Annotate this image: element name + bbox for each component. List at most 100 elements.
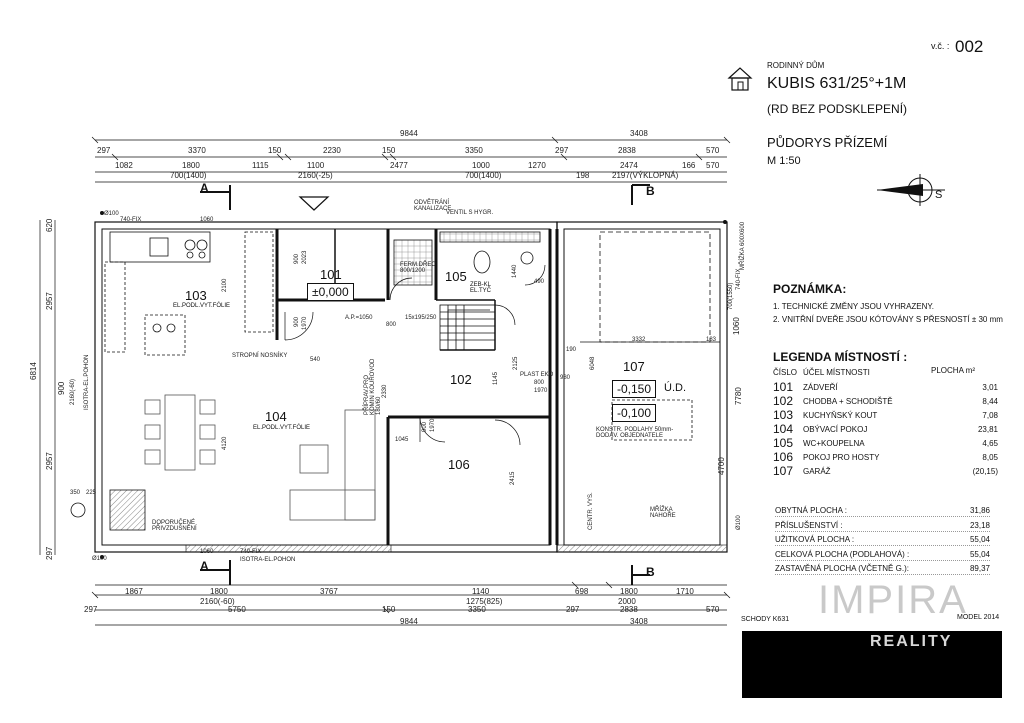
house-icon <box>727 67 753 91</box>
dim-bottom-1-e: 698 <box>575 587 589 596</box>
door4-label: 900 <box>422 421 428 432</box>
north-label: S <box>935 189 943 201</box>
section-a-top: A <box>200 181 209 195</box>
staircase <box>439 304 496 351</box>
summary-leader <box>775 516 990 517</box>
dim-left-f: 2160(-60) <box>70 378 76 405</box>
door3h-label: 1970 <box>302 316 308 330</box>
summary-row: UŽITKOVÁ PLOCHA :55,04 <box>775 535 990 547</box>
d6048-label: 6048 <box>590 356 596 370</box>
d540-label: 540 <box>310 357 321 363</box>
note-1: 1. TECHNICKÉ ZMĚNY JSOU VYHRAZENY. <box>773 302 934 311</box>
dim-top-3-e: 2197(VÝKLOPNÁ) <box>612 171 679 180</box>
dim-overall-bottom-house: 9844 <box>400 617 418 626</box>
legend-room-number: 103 <box>773 408 794 422</box>
d3332-label: 3332 <box>632 337 646 343</box>
dim-top-2-h: 2474 <box>620 161 638 170</box>
summary-row: OBYTNÁ PLOCHA :31,86 <box>775 506 990 518</box>
dim-top-2-j: 570 <box>706 161 720 170</box>
summary-value: 55,04 <box>969 549 990 559</box>
legend-room-area: 3,01 <box>982 383 998 392</box>
ventilation-circle <box>70 502 86 518</box>
room-101-label: 101 <box>320 267 342 282</box>
summary-value: 23,18 <box>969 520 990 530</box>
door4h-label: 1970 <box>430 418 436 432</box>
d1060b-label: 1060 <box>200 549 214 555</box>
dim-left-c: 2957 <box>45 452 54 470</box>
summary-leader <box>775 574 990 575</box>
d1045-label: 1045 <box>395 437 409 443</box>
dim-bottom-1-g: 1710 <box>676 587 694 596</box>
partitions <box>275 229 559 545</box>
dining-table <box>144 394 216 471</box>
summary-row: ZASTAVĚNÁ PLOCHA (VČETNĚ G.):89,37 <box>775 564 990 576</box>
dim-top-2-f: 1000 <box>472 161 490 170</box>
dim-top-2-c: 1115 <box>252 161 269 170</box>
north-arrow-icon <box>877 174 945 206</box>
dim-bottom-1-c: 3767 <box>320 587 338 596</box>
section-a-bottom: A <box>200 559 209 573</box>
legend-room-name: POKOJ PRO HOSTY <box>803 453 880 462</box>
d2330-label: 2330 <box>382 384 388 398</box>
dim-left-g: ISOTRA-EL.POHON <box>84 354 90 410</box>
bathroom-fixtures <box>393 231 541 286</box>
dim-top-1-b: 3370 <box>188 146 206 155</box>
section-markers <box>200 184 650 585</box>
door1h-label: 2023 <box>302 250 308 264</box>
notes-heading: POZNÁMKA: <box>773 282 847 296</box>
fix-bottom-label: 740-FIX <box>240 549 262 555</box>
legend-room-name: KUCHYŇSKÝ KOUT <box>803 411 878 420</box>
legend-room-name: GARÁŽ <box>803 467 831 476</box>
door-swings <box>284 264 546 446</box>
shower-label: FERM.DŘEC 800/1200 <box>400 262 436 274</box>
drawing-scale: M 1:50 <box>767 155 801 167</box>
redaction-box <box>742 631 1002 698</box>
dim-bottom-1-d: 1140 <box>472 587 490 596</box>
dim-top-3-d: 198 <box>576 171 590 180</box>
d100a-label: Ø100 <box>104 211 119 217</box>
d2100-label: 2100 <box>222 278 228 292</box>
legend-heading: LEGENDA MÍSTNOSTÍ : <box>773 350 908 364</box>
room-101-level: ±0,000 <box>307 283 354 301</box>
dim-right-a: 4700 <box>717 457 726 475</box>
door1-label: 900 <box>294 253 300 264</box>
brand-sub: REALITY <box>870 633 953 650</box>
legend-row: 103 KUCHYŇSKÝ KOUT 7,08 <box>773 408 998 422</box>
sheet-number: 002 <box>955 37 984 56</box>
dim-right-c: 700(1550) <box>728 282 734 310</box>
d190-label: 190 <box>566 347 577 353</box>
project-name: KUBIS 631/25°+1M <box>767 75 907 92</box>
d100b-label: Ø100 <box>92 556 107 562</box>
legend-room-number: 106 <box>773 450 794 464</box>
summary-leader <box>775 545 990 546</box>
legend-room-name: OBÝVACÍ POKOJ <box>803 425 868 434</box>
dim-top-1-c: 150 <box>268 146 282 155</box>
dim-bottom-1-b: 1800 <box>210 587 228 596</box>
legend-room-area: 7,08 <box>982 411 998 420</box>
dim-top-2-e: 2477 <box>390 161 408 170</box>
summary-name: PŘÍSLUŠENSTVÍ : <box>775 520 843 530</box>
d225-label: 225 <box>86 490 97 496</box>
dim-right-overall-visible: 7780 <box>734 387 743 405</box>
ap-label: A.P.=1050 <box>345 315 373 321</box>
legend-col-area: PLOCHA m² <box>931 366 976 375</box>
legend-room-name: CHODBA + SCHODIŠTĚ <box>803 397 893 406</box>
d350-label: 350 <box>70 490 81 496</box>
dim-left-overall: 6814 <box>29 362 38 380</box>
plast-label: PLAST EKO <box>520 372 554 378</box>
dim-top-2-g: 1270 <box>528 161 546 170</box>
legend-room-number: 102 <box>773 394 794 408</box>
section-b-bottom: B <box>646 565 655 579</box>
fix-top-label: 740-FIX <box>120 217 142 223</box>
room-106-label: 106 <box>448 457 470 472</box>
room-103-sub: EL.PODL.VYT.FÓLIE <box>173 303 231 309</box>
dim-bottom-3-a: 297 <box>84 605 98 614</box>
dim-bottom-3-b: 5750 <box>228 605 246 614</box>
entrance-marker <box>298 196 330 211</box>
dim-top-3-a: 700(1400) <box>170 171 207 180</box>
dim-bottom-2-a: 2160(-60) <box>200 597 235 606</box>
room-103-label: 103 <box>185 288 207 303</box>
dim-top-1-f: 3350 <box>465 146 483 155</box>
dim-top-2-i: 166 <box>682 161 696 170</box>
